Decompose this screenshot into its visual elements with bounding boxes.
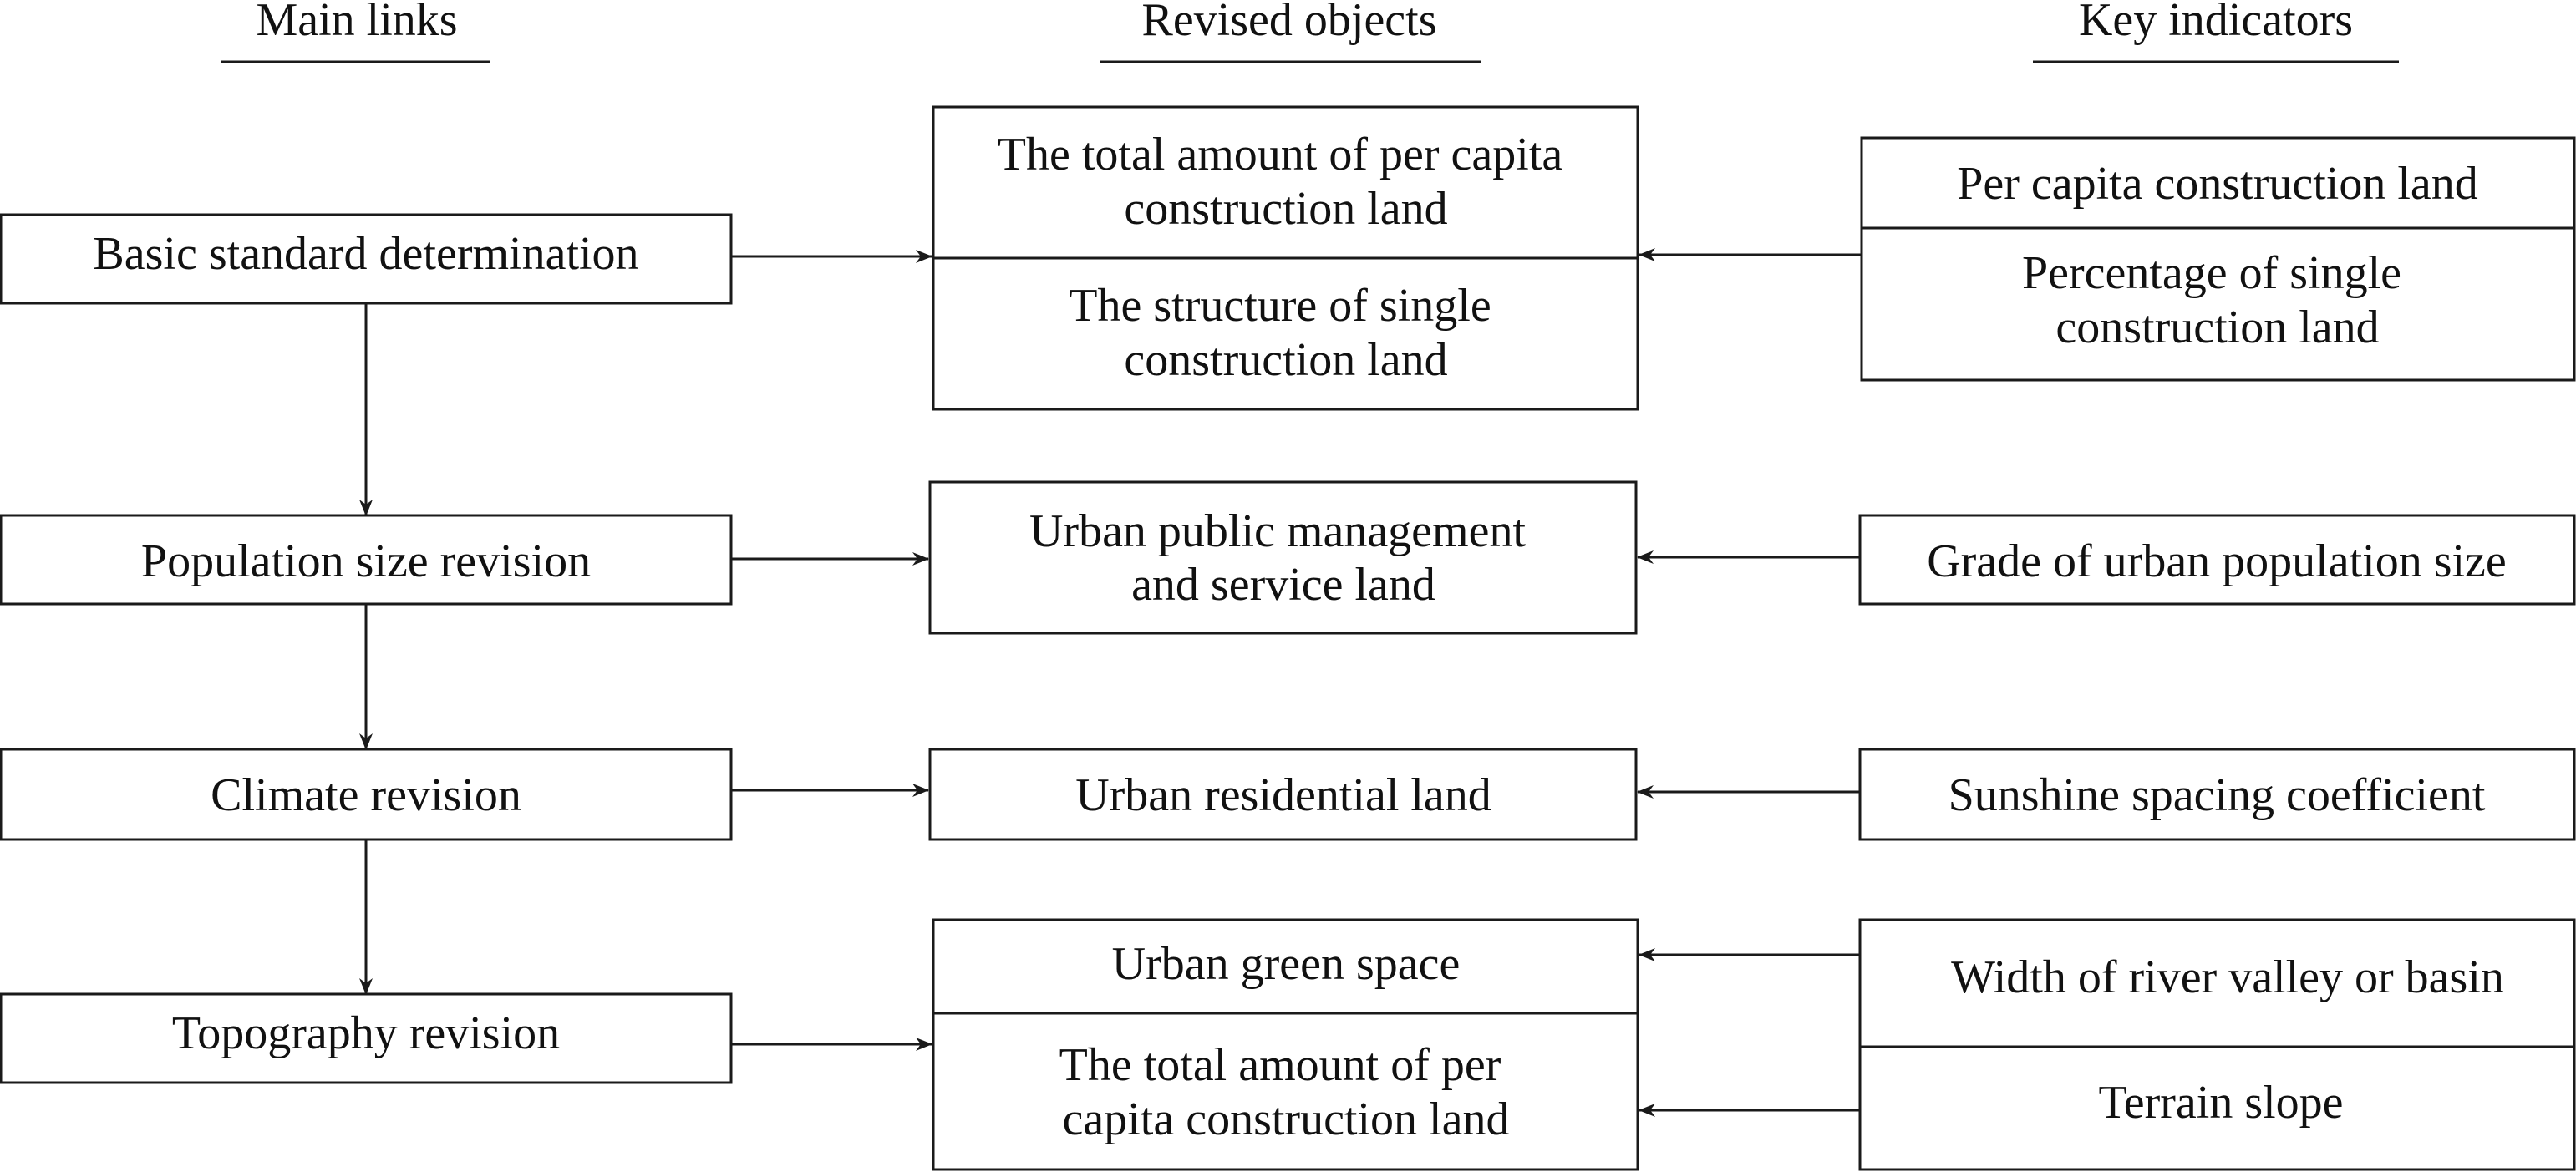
header-revised-objects: Revised objects bbox=[1141, 0, 1436, 46]
revised-object-residential-land: Urban residential land bbox=[1075, 769, 1491, 821]
main-link-topography: Topography revision bbox=[172, 1007, 560, 1059]
main-link-population-size: Population size revision bbox=[141, 535, 591, 587]
key-indicator-terrain-slope: Terrain slope bbox=[2098, 1077, 2343, 1129]
revised-object-per-capita-total: The total amount of per capita construct… bbox=[998, 129, 1574, 235]
key-indicator-box-group-1 bbox=[1860, 136, 2576, 382]
revised-object-box-group-4 bbox=[932, 918, 1639, 1171]
revised-object-single-structure: The structure of single construction lan… bbox=[1069, 280, 1502, 386]
revised-object-box-group-3 bbox=[928, 748, 1638, 841]
main-link-box-climate bbox=[0, 748, 733, 841]
key-indicator-per-capita: Per capita construction land bbox=[1957, 158, 2478, 210]
header-key-indicators: Key indicators bbox=[2079, 0, 2353, 46]
main-link-box-basic-standard bbox=[0, 213, 733, 305]
key-indicator-box-group-2 bbox=[1858, 514, 2576, 606]
key-indicator-river-valley-width: Width of river valley or basin bbox=[1951, 951, 2504, 1003]
key-indicator-box-group-4 bbox=[1858, 918, 2576, 1171]
key-indicator-box-group-3 bbox=[1858, 748, 2576, 841]
main-link-climate: Climate revision bbox=[211, 769, 521, 821]
header-main-links: Main links bbox=[256, 0, 457, 46]
revised-object-public-management: Urban public management and service land bbox=[1029, 505, 1537, 611]
revised-object-per-capita-total-topography: The total amount of per capita construct… bbox=[1059, 1039, 1513, 1145]
main-link-box-topography bbox=[0, 992, 733, 1084]
key-indicator-population-grade: Grade of urban population size bbox=[1927, 535, 2507, 587]
main-link-basic-standard: Basic standard determination bbox=[93, 228, 638, 280]
revised-object-box-group-2 bbox=[928, 480, 1638, 635]
key-indicator-percentage-single: Percentage of single construction land bbox=[2022, 247, 2413, 353]
revised-object-green-space: Urban green space bbox=[1112, 938, 1461, 990]
key-indicator-sunshine-spacing: Sunshine spacing coefficient bbox=[1949, 769, 2486, 821]
